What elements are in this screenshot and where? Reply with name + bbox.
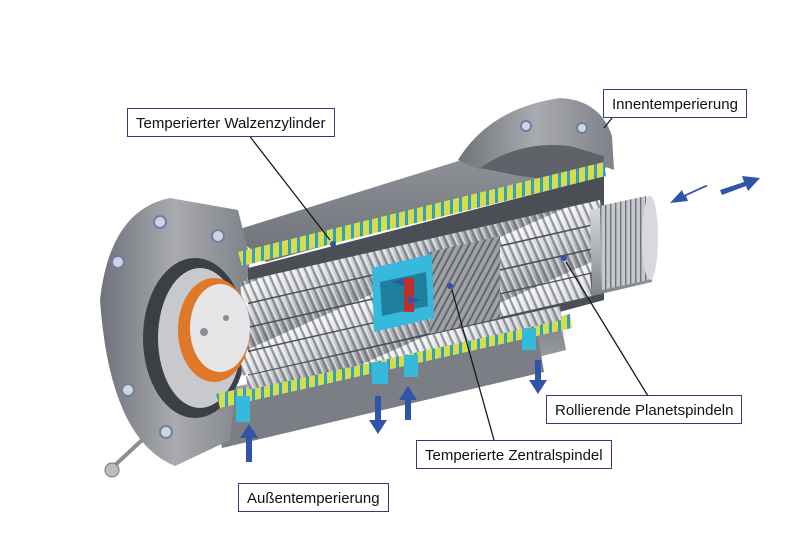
- port-4: [522, 328, 536, 350]
- core-inner-arrow-right: [408, 296, 420, 304]
- label-planetspindeln: Rollierende Planetspindeln: [546, 395, 743, 424]
- flow-arrow-icon: [369, 396, 387, 434]
- bolt-icon: [211, 229, 225, 243]
- core-inner-arrow-left: [392, 278, 404, 286]
- central-spindle-thread: [430, 236, 500, 334]
- leader-dot: [447, 283, 453, 289]
- flow-arrow-icon: [240, 424, 258, 462]
- flow-arrow-icon: [529, 360, 547, 394]
- shaft-spline: [600, 196, 648, 290]
- leader-dot: [330, 241, 336, 247]
- planet-spindle-5: [246, 306, 562, 390]
- shaft-end: [642, 196, 658, 280]
- bolt-icon: [520, 120, 532, 132]
- flow-arrows: [240, 176, 760, 462]
- bolts: [111, 120, 588, 439]
- leader-walzenzylinder: [247, 133, 331, 241]
- leader-innentemperierung: [603, 117, 613, 129]
- housing-base: [214, 336, 544, 448]
- bolt-icon: [111, 255, 125, 269]
- end-disc-center: [200, 328, 208, 336]
- label-zentralspindel: Temperierte Zentralspindel: [416, 440, 612, 469]
- flow-arrow-icon: [720, 176, 760, 195]
- end-disc: [190, 284, 250, 372]
- end-cap: [178, 278, 250, 382]
- label-innentemperierung: Innentemperierung: [603, 89, 747, 118]
- port-1: [236, 396, 250, 422]
- leader-zentralspindel: [451, 289, 495, 441]
- planet-spindle-4: [240, 274, 592, 376]
- planet-spindle-1: [240, 200, 602, 304]
- port-2: [372, 362, 388, 384]
- flow-arrow-icon: [399, 386, 417, 420]
- coolant-ports: [236, 328, 536, 422]
- lever-handle-icon: [104, 438, 144, 478]
- label-walzenzylinder: Temperierter Walzenzylinder: [127, 108, 335, 137]
- bolt-icon: [121, 383, 135, 397]
- end-disc-hole: [223, 315, 229, 321]
- leader-dot: [561, 255, 567, 261]
- drive-shaft: [590, 196, 658, 296]
- leader-lines: [247, 117, 649, 441]
- bolt-icon: [576, 122, 588, 134]
- port-3: [404, 355, 418, 377]
- central-spindle: [372, 236, 500, 334]
- leader-planetspindeln: [565, 261, 649, 397]
- label-aussentemperierung: Außentemperierung: [238, 483, 389, 512]
- central-core-red: [404, 278, 414, 312]
- flow-arrow-icon: [670, 185, 708, 203]
- bolt-icon: [153, 215, 167, 229]
- bolt-icon: [159, 425, 173, 439]
